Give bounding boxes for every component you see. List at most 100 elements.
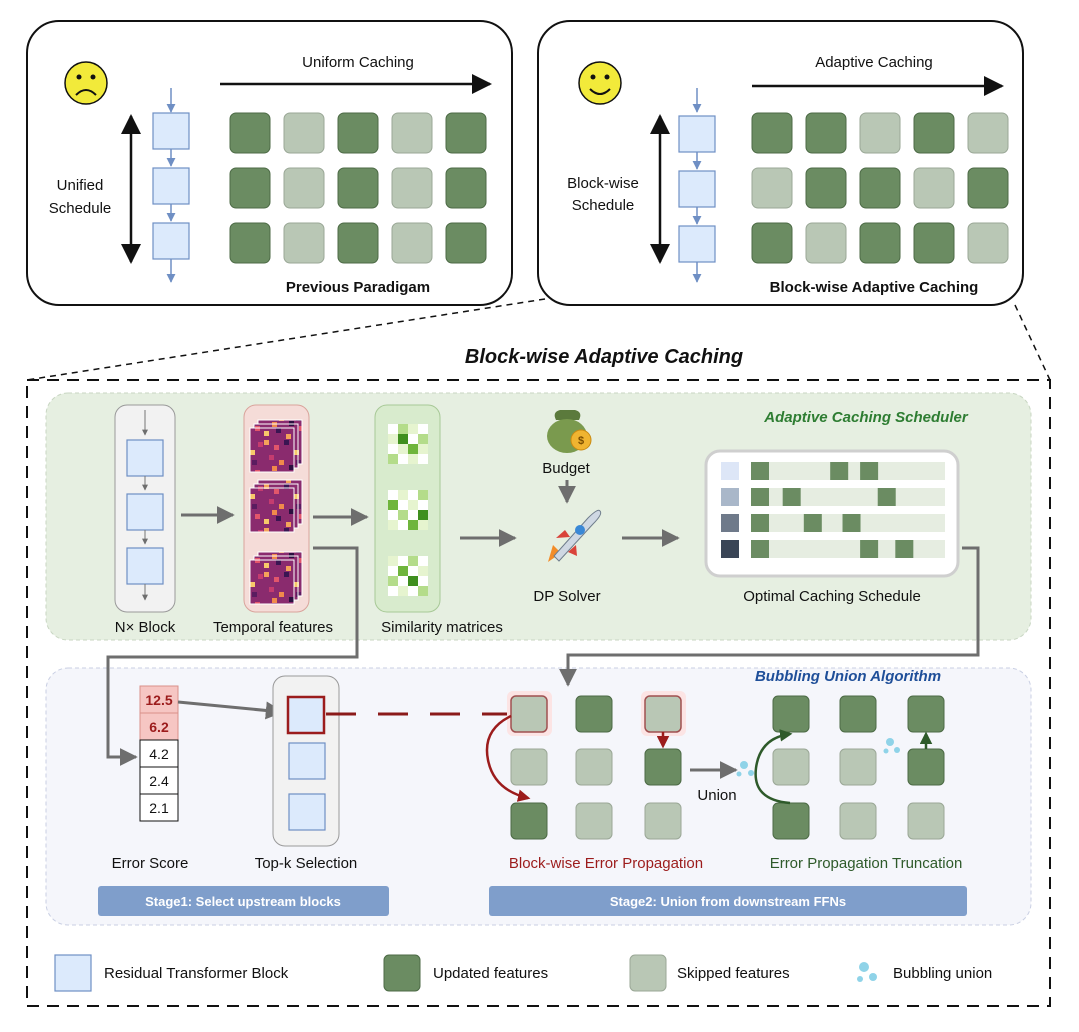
- arrow-score-to-topk: [177, 700, 284, 720]
- schedule-update-mark: [830, 462, 849, 480]
- similarity-cell: [408, 490, 418, 500]
- similarity-cell: [388, 424, 398, 434]
- skipped-feature-cell: [391, 112, 433, 154]
- error-score-value: 2.4: [149, 773, 169, 789]
- legend-bubbling-label: Bubbling union: [893, 965, 992, 982]
- svg-text:Stage2: Union from downstream: Stage2: Union from downstream FFNs: [610, 894, 846, 909]
- svg-text:$: $: [578, 435, 584, 447]
- similarity-cell: [398, 444, 408, 454]
- similarity-cell: [398, 576, 408, 586]
- similarity-cell: [408, 566, 418, 576]
- temporal-features-label: Temporal features: [213, 619, 333, 636]
- similarity-cell: [398, 556, 408, 566]
- similarity-matrices-label: Similarity matrices: [381, 619, 503, 636]
- updated-feature-cell: [337, 167, 379, 209]
- skipped-feature-cell: [283, 112, 325, 154]
- adaptive-caching-label: Adaptive Caching: [815, 54, 933, 71]
- legend-residual-label: Residual Transformer Block: [104, 965, 289, 982]
- similarity-matrices: [374, 404, 441, 613]
- schedule-update-mark: [751, 540, 769, 558]
- similarity-cell: [398, 490, 408, 500]
- legend-residual-swatch: [54, 954, 92, 992]
- similarity-cell: [388, 444, 398, 454]
- skipped-feature-cell: [913, 167, 955, 209]
- updated-feature-cell: [913, 112, 955, 154]
- error-score-value: 6.2: [149, 719, 169, 735]
- similarity-cell: [418, 490, 428, 500]
- rocket-icon: [548, 509, 602, 562]
- updated-feature-cell: [805, 112, 847, 154]
- error-score-label: Error Score: [112, 855, 189, 872]
- updated-feature-cell: [859, 222, 901, 264]
- truncation-grid: [754, 695, 945, 840]
- adaptive-caching-caption: Block-wise Adaptive Caching: [770, 279, 979, 296]
- similarity-cell: [408, 500, 418, 510]
- error-score-cell: [139, 766, 179, 795]
- similarity-cell: [388, 520, 398, 530]
- similarity-cell: [408, 586, 418, 596]
- topk-selection: [272, 675, 340, 847]
- similarity-cell: [408, 510, 418, 520]
- n-block-label: N× Block: [115, 619, 176, 636]
- skipped-feature-cell: [859, 112, 901, 154]
- similarity-cell: [398, 454, 408, 464]
- similarity-cell: [408, 520, 418, 530]
- error-propagation-grid: [485, 691, 686, 840]
- bubbles-icon: [736, 761, 754, 777]
- updated-feature-cell: [337, 112, 379, 154]
- bubbling-title: Bubbling Union Algorithm: [755, 668, 941, 685]
- similarity-cell: [388, 454, 398, 464]
- skipped-feature-cell: [751, 167, 793, 209]
- schedule-row-swatch: [721, 488, 739, 506]
- truncation-label: Error Propagation Truncation: [770, 855, 963, 872]
- similarity-cell: [388, 566, 398, 576]
- similarity-cell: [398, 510, 408, 520]
- dp-solver-label: DP Solver: [533, 588, 600, 605]
- stage1-bar: Stage1: Select upstream blocks: [98, 886, 389, 916]
- error-score-cell: [139, 739, 179, 768]
- similarity-cell: [398, 434, 408, 444]
- adaptive-feature-grid: [751, 112, 1009, 264]
- svg-text:Stage1: Select upstream blocks: Stage1: Select upstream blocks: [145, 894, 341, 909]
- schedule-row-track: [751, 540, 945, 558]
- updated-feature-cell: [229, 167, 271, 209]
- error-score-cell: [139, 793, 179, 822]
- schedule-update-mark: [895, 540, 914, 558]
- updated-feature-cell: [967, 167, 1009, 209]
- topk-label: Top-k Selection: [255, 855, 358, 872]
- updated-feature-cell: [751, 112, 793, 154]
- n-block-stack: [114, 404, 176, 613]
- similarity-cell: [388, 556, 398, 566]
- schedule-update-mark: [842, 514, 861, 532]
- schedule-row-swatch: [721, 462, 739, 480]
- skipped-feature-cell: [283, 222, 325, 264]
- main-title: Block-wise Adaptive Caching: [465, 346, 743, 368]
- updated-feature-cell: [805, 167, 847, 209]
- similarity-cell: [388, 510, 398, 520]
- updated-feature-cell: [229, 112, 271, 154]
- schedule-label: Schedule: [49, 200, 112, 217]
- similarity-cell: [418, 434, 428, 444]
- skipped-feature-cell: [391, 222, 433, 264]
- legend-updated-swatch: [383, 954, 421, 992]
- updated-feature-cell: [445, 167, 487, 209]
- similarity-cell: [418, 454, 428, 464]
- schedule-update-mark: [751, 488, 769, 506]
- skipped-feature-cell: [967, 112, 1009, 154]
- error-score-column: 12.56.24.22.42.1: [139, 685, 179, 822]
- similarity-cell: [408, 556, 418, 566]
- block-stack-left: [152, 88, 190, 283]
- updated-feature-cell: [913, 222, 955, 264]
- error-score-value: 12.5: [145, 692, 172, 708]
- skipped-feature-cell: [967, 222, 1009, 264]
- main-frame: [26, 379, 1051, 1007]
- similarity-cell: [418, 500, 428, 510]
- skipped-feature-cell: [805, 222, 847, 264]
- similarity-cell: [418, 576, 428, 586]
- similarity-cell: [418, 586, 428, 596]
- similarity-cell: [388, 586, 398, 596]
- error-score-value: 2.1: [149, 800, 169, 816]
- updated-feature-cell: [859, 167, 901, 209]
- schedule-row-track: [751, 488, 945, 506]
